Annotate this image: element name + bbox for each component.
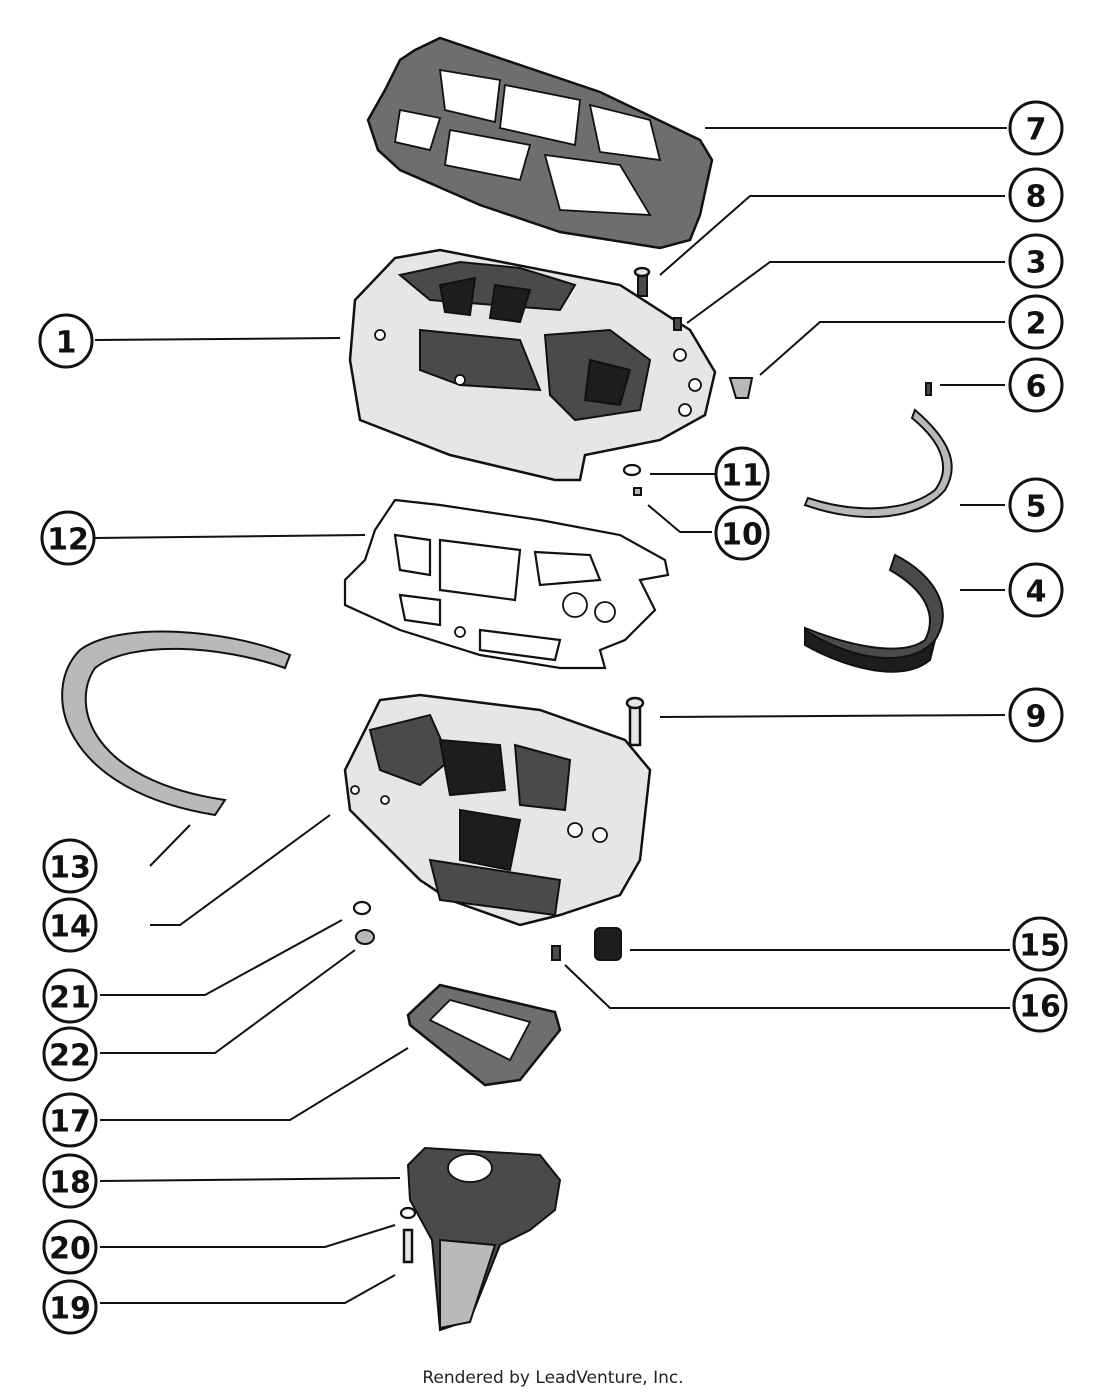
svg-text:18: 18 [49, 1166, 91, 1201]
callout-22: 22 [42, 1026, 98, 1082]
callout-5: 5 [1008, 477, 1064, 533]
callout-18: 18 [42, 1153, 98, 1209]
svg-text:19: 19 [49, 1292, 91, 1327]
top-gasket [366, 36, 714, 250]
svg-text:22: 22 [49, 1039, 91, 1074]
middle-gasket [343, 498, 670, 670]
svg-text:3: 3 [1026, 246, 1047, 281]
curved-strip [803, 408, 953, 518]
svg-text:7: 7 [1026, 113, 1047, 148]
svg-text:9: 9 [1026, 700, 1047, 735]
svg-text:13: 13 [49, 851, 91, 886]
callout-9: 9 [1008, 687, 1064, 743]
svg-text:21: 21 [49, 981, 91, 1016]
svg-text:14: 14 [49, 910, 91, 945]
callout-19: 19 [42, 1279, 98, 1335]
svg-text:2: 2 [1026, 307, 1047, 342]
svg-text:12: 12 [47, 523, 89, 558]
svg-text:4: 4 [1026, 575, 1047, 610]
callouts: 1 2 3 4 5 6 7 8 9 10 11 12 13 14 15 16 1… [38, 100, 1068, 1335]
svg-text:6: 6 [1026, 370, 1047, 405]
footer-credit: Rendered by LeadVenture, Inc. [422, 1368, 684, 1388]
callout-6: 6 [1008, 357, 1064, 413]
svg-text:1: 1 [56, 326, 77, 361]
callout-16: 16 [1012, 977, 1068, 1033]
seal-strip-left [61, 630, 292, 817]
callout-8: 8 [1008, 167, 1064, 223]
svg-text:5: 5 [1026, 490, 1047, 525]
callout-2: 2 [1008, 294, 1064, 350]
callout-15: 15 [1012, 916, 1068, 972]
callout-17: 17 [42, 1092, 98, 1148]
lower-housing [343, 693, 652, 927]
adapter [406, 1146, 562, 1332]
svg-text:20: 20 [49, 1232, 91, 1267]
small-gasket [406, 983, 562, 1087]
callout-21: 21 [42, 968, 98, 1024]
svg-text:11: 11 [721, 459, 763, 494]
curved-seal [804, 553, 944, 673]
svg-text:16: 16 [1019, 990, 1061, 1025]
callout-20: 20 [42, 1219, 98, 1275]
callout-4: 4 [1008, 562, 1064, 618]
leader-lines [94, 127, 1010, 1304]
callout-10: 10 [714, 505, 770, 561]
svg-text:15: 15 [1019, 929, 1061, 964]
callout-11: 11 [714, 446, 770, 502]
callout-1: 1 [38, 313, 94, 369]
svg-text:8: 8 [1026, 180, 1047, 215]
callout-12: 12 [40, 510, 96, 566]
callout-14: 14 [42, 897, 98, 953]
upper-housing [348, 248, 717, 482]
hardware [352, 266, 932, 1264]
callout-7: 7 [1008, 100, 1064, 156]
svg-text:17: 17 [49, 1105, 91, 1140]
svg-text:10: 10 [721, 518, 763, 553]
callout-13: 13 [42, 838, 98, 894]
callout-3: 3 [1008, 233, 1064, 289]
